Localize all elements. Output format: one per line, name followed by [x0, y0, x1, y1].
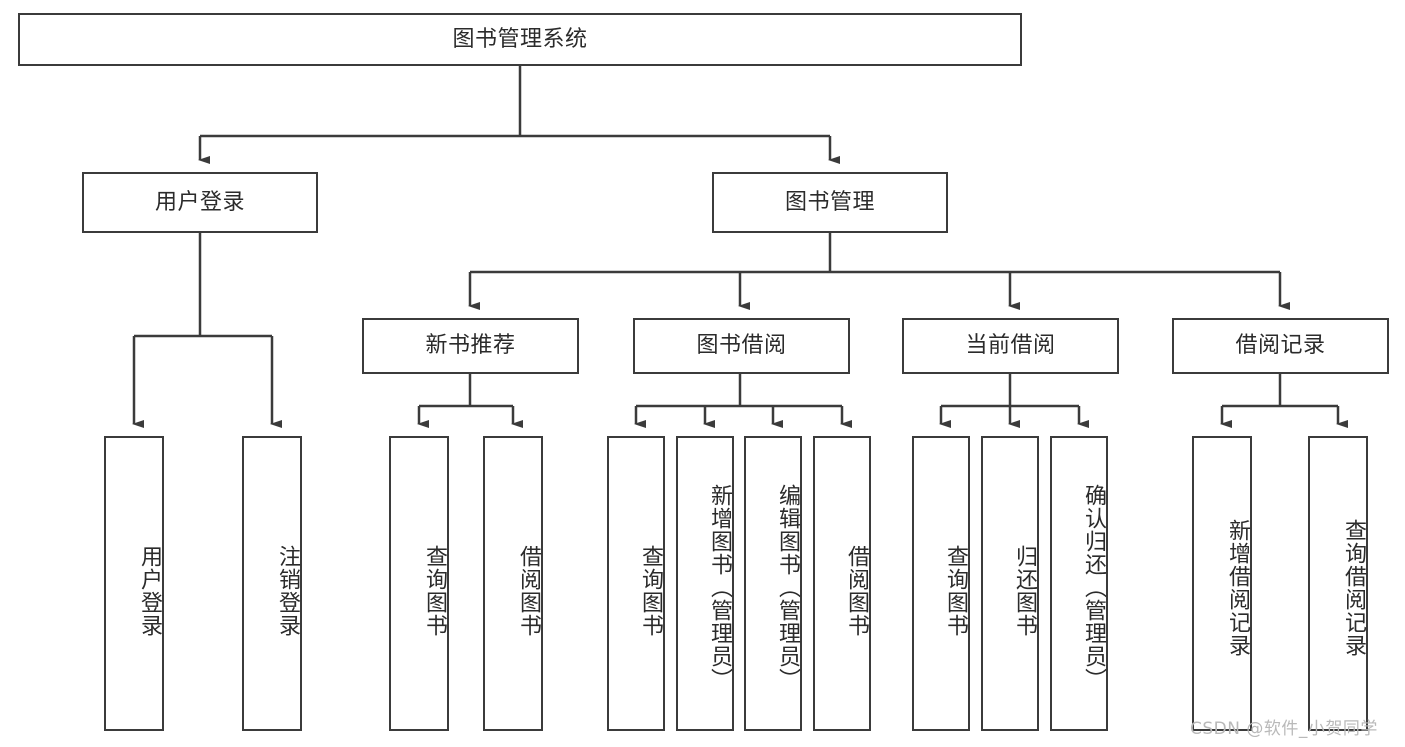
node-root-system[interactable]: 图书管理系统	[18, 13, 1022, 66]
node-label: 注销登录	[275, 544, 300, 637]
node-label: 查询图书	[422, 544, 447, 637]
node-current-borrow[interactable]: 当前借阅	[902, 318, 1119, 374]
leaf-new-book-query[interactable]: 查询图书	[389, 436, 449, 731]
node-label: 查询借阅记录	[1341, 518, 1366, 657]
node-book-management[interactable]: 图书管理	[712, 172, 948, 233]
csdn-watermark: CSDN @软件_小贺同学	[1190, 719, 1378, 739]
leaf-records-add[interactable]: 新增借阅记录	[1192, 436, 1252, 731]
node-label: 图书管理系统	[452, 26, 588, 52]
leaf-current-borrow-return[interactable]: 归还图书	[981, 436, 1039, 731]
node-new-book-recommend[interactable]: 新书推荐	[362, 318, 579, 374]
node-book-borrow[interactable]: 图书借阅	[633, 318, 850, 374]
node-label: 当前借阅	[965, 333, 1056, 359]
node-user-login[interactable]: 用户登录	[82, 172, 318, 233]
node-label: 图书借阅	[696, 333, 787, 359]
leaf-new-book-borrow[interactable]: 借阅图书	[483, 436, 543, 731]
leaf-current-borrow-query[interactable]: 查询图书	[912, 436, 970, 731]
node-label: 编辑图书（管理员）	[775, 484, 800, 691]
leaf-current-borrow-confirm-return[interactable]: 确认归还（管理员）	[1050, 436, 1108, 731]
leaf-book-borrow-query[interactable]: 查询图书	[607, 436, 665, 731]
leaf-user-login-logout[interactable]: 注销登录	[242, 436, 302, 731]
node-label: 图书管理	[784, 189, 875, 215]
node-borrow-records[interactable]: 借阅记录	[1172, 318, 1389, 374]
node-label: 用户登录	[137, 544, 162, 637]
node-label: 用户登录	[154, 189, 245, 215]
leaf-user-login-login[interactable]: 用户登录	[104, 436, 164, 731]
node-label: 新书推荐	[425, 333, 516, 359]
node-label: 查询图书	[943, 544, 968, 637]
leaf-book-borrow-borrow[interactable]: 借阅图书	[813, 436, 871, 731]
node-label: 借阅图书	[844, 544, 869, 637]
node-label: 借阅图书	[516, 544, 541, 637]
node-label: 新增图书（管理员）	[707, 484, 732, 691]
leaf-book-borrow-add[interactable]: 新增图书（管理员）	[676, 436, 734, 731]
node-label: 新增借阅记录	[1225, 518, 1250, 657]
node-label: 查询图书	[638, 544, 663, 637]
leaf-book-borrow-edit[interactable]: 编辑图书（管理员）	[744, 436, 802, 731]
node-label: 归还图书	[1012, 544, 1037, 637]
leaf-records-query[interactable]: 查询借阅记录	[1308, 436, 1368, 731]
node-label: 确认归还（管理员）	[1081, 484, 1106, 691]
node-label: 借阅记录	[1235, 333, 1326, 359]
